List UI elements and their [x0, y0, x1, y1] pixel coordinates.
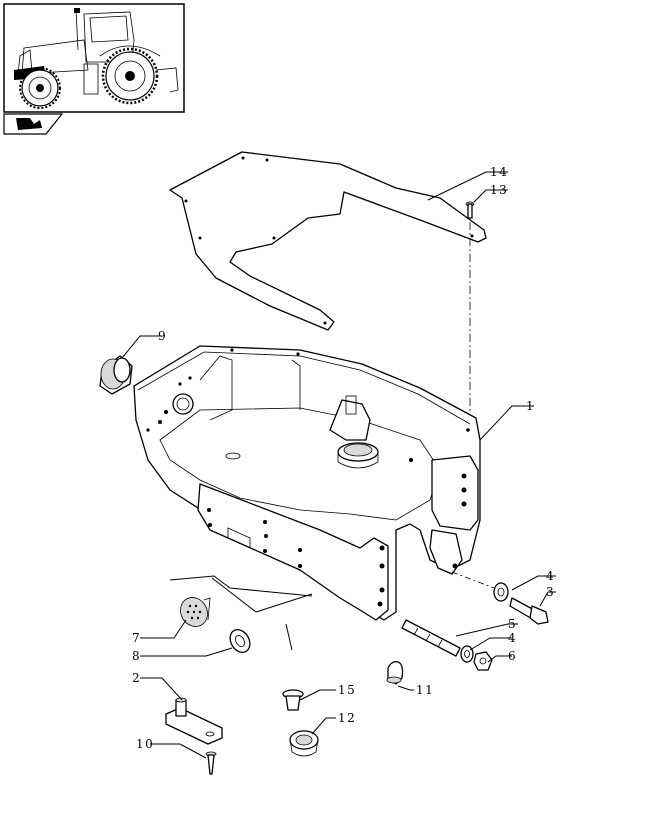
label-4-lower: 4 — [508, 631, 517, 645]
part-13-screw — [465, 201, 475, 219]
label-10: 10 — [136, 737, 154, 751]
label-5: 5 — [508, 617, 517, 631]
part-15-plug — [282, 689, 304, 711]
label-8: 8 — [132, 649, 141, 663]
part-4-washer-upper — [493, 582, 509, 602]
callout-labels: 14 13 1 9 4 3 5 4 6 7 8 2 10 15 12 11 — [132, 165, 555, 751]
label-14: 14 — [490, 165, 508, 179]
tractor-thumbnail-icon — [3, 3, 185, 113]
label-15: 15 — [338, 683, 356, 697]
part-14-floor-plate — [169, 151, 487, 331]
part-2-bracket — [165, 697, 223, 745]
part-9-plug — [99, 355, 133, 395]
label-3: 3 — [546, 585, 555, 599]
part-4-washer-lower — [460, 645, 474, 663]
page-turn-arrow-icon[interactable] — [3, 113, 64, 135]
part-3-bolt — [509, 597, 549, 625]
part-11-dust-cap — [386, 660, 404, 685]
part-1-front-support-frame — [133, 345, 481, 621]
label-4-upper: 4 — [546, 569, 555, 583]
label-12: 12 — [338, 711, 356, 725]
label-2: 2 — [132, 671, 141, 685]
label-11: 11 — [416, 683, 434, 697]
label-9: 9 — [158, 329, 167, 343]
part-5-stud — [401, 619, 461, 657]
part-7-mesh-filter — [180, 597, 211, 627]
label-13: 13 — [490, 183, 508, 197]
label-7: 7 — [132, 631, 141, 645]
part-12-cap — [289, 730, 319, 757]
label-6: 6 — [508, 649, 517, 663]
label-1: 1 — [526, 399, 535, 413]
part-10-screw — [205, 751, 217, 775]
leader-lines — [121, 171, 556, 759]
part-8-sealing-ring — [229, 629, 251, 653]
part-6-nut — [473, 651, 493, 671]
